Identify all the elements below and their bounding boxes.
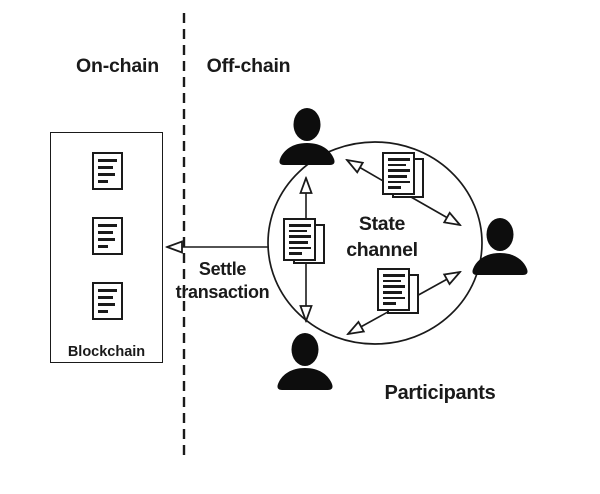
settle-transaction-label-line1: Settle: [198, 259, 247, 279]
settle-transaction-label-line2: transaction: [175, 282, 270, 302]
participant-icon-top: [277, 108, 337, 165]
off-chain-region-label: Off-chain: [206, 55, 291, 77]
participant-icon-right: [470, 218, 530, 275]
state-channel-label: State channel: [322, 212, 442, 263]
participant-icon-bottom: [275, 333, 335, 390]
settle-transaction-label: Settle transaction: [152, 258, 293, 304]
state-channel-circle: [267, 141, 483, 345]
blockchain-label: Blockchain: [67, 344, 146, 360]
state-copy-document-icon: [283, 218, 329, 267]
state-copy-document-icon: [377, 268, 423, 317]
participants-label: Participants: [384, 382, 496, 404]
state-channel-label-line1: State: [358, 213, 406, 235]
state-copy-document-icon: [382, 152, 428, 201]
block-document-icon: [92, 282, 123, 320]
block-document-icon: [92, 152, 123, 190]
block-document-icon: [92, 217, 123, 255]
on-chain-region-label: On-chain: [76, 55, 159, 77]
state-channel-label-line2: channel: [346, 238, 418, 261]
